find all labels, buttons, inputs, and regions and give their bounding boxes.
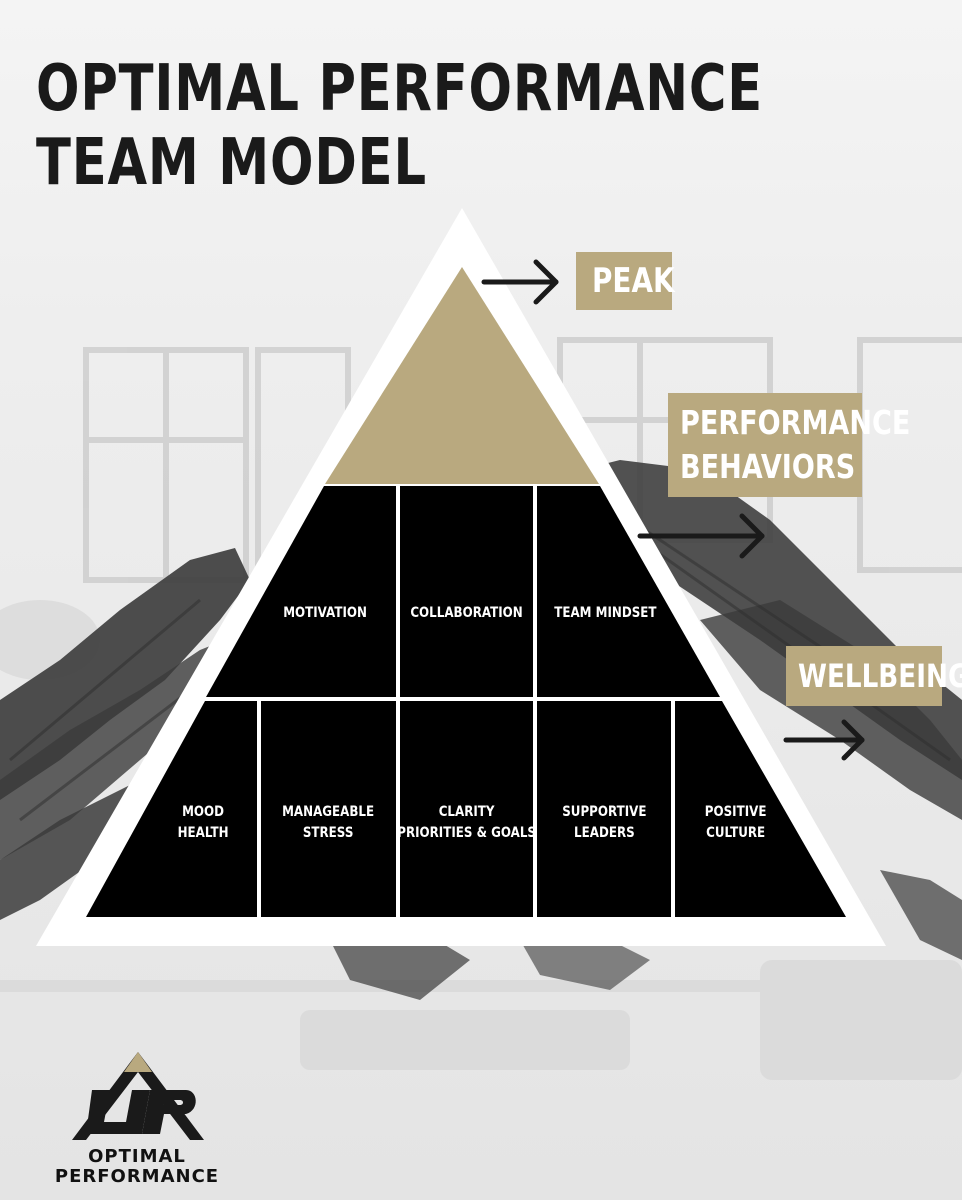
level-tag-peak: PEAK: [576, 252, 672, 310]
level-tag-behaviors: PERFORMANCE BEHAVIORS: [668, 393, 862, 497]
behavior-label-motivation: MOTIVATION: [255, 596, 395, 630]
up-logo-icon: [72, 1052, 204, 1140]
wellbeing-label-mood-health: MOOD HEALTH: [150, 798, 257, 848]
wellbeing-label-supportive-leaders: SUPPORTIVE LEADERS: [537, 798, 671, 848]
logo-text-line-1: OPTIMAL: [42, 1146, 232, 1167]
arrow-right-icon: [786, 722, 862, 758]
behavior-label-collaboration: COLLABORATION: [400, 596, 533, 630]
wellbeing-label-manageable-stress: MANAGEABLE STRESS: [261, 798, 396, 848]
level-tag-wellbeing: WELLBEING: [786, 646, 942, 706]
behavior-cell-collaboration: [400, 486, 533, 697]
wellbeing-label-positive-culture: POSITIVE CULTURE: [675, 798, 797, 848]
behavior-label-team-mindset: TEAM MINDSET: [537, 596, 673, 630]
wellbeing-label-clarity: CLARITY PRIORITIES & GOALS: [380, 798, 553, 848]
logo-text-line-2: PERFORMANCE: [42, 1166, 232, 1187]
